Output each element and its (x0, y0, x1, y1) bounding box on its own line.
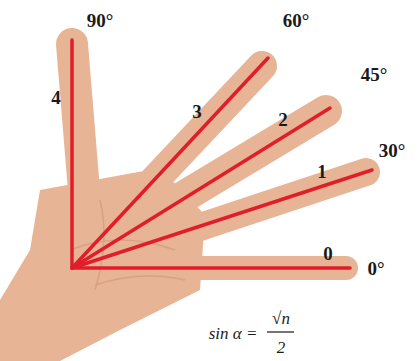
angle-label: 60° (283, 11, 310, 30)
index-number: 2 (278, 110, 288, 129)
angle-label: 45° (361, 65, 388, 84)
formula-denominator: 2 (277, 339, 286, 356)
formula-text: sin α = (209, 325, 258, 342)
index-number: 0 (323, 244, 333, 263)
angle-label: 90° (87, 11, 114, 30)
formula-numerator: √n (272, 310, 290, 327)
angle-label: 0° (367, 259, 384, 278)
index-number: 4 (51, 88, 61, 107)
index-number: 1 (317, 162, 327, 181)
index-number: 3 (192, 102, 202, 121)
angle-label: 30° (379, 141, 406, 160)
